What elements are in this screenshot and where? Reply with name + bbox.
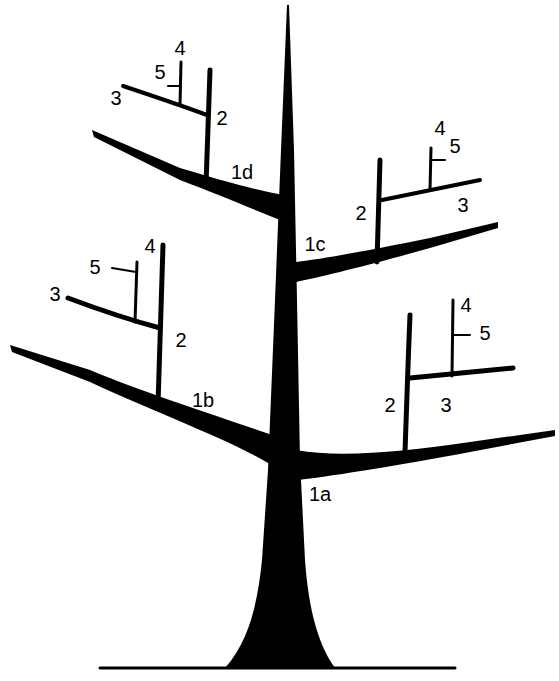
branch-label: 2 — [355, 203, 366, 223]
branch-label: 3 — [457, 195, 468, 215]
branch-label: 1a — [309, 484, 331, 504]
small-twig — [453, 334, 470, 336]
branch-label: 1c — [304, 234, 325, 254]
branch-label: 3 — [110, 88, 121, 108]
small-twig — [431, 159, 445, 161]
branch-label: 5 — [154, 62, 165, 82]
tertiary-branch — [123, 86, 207, 115]
twig — [180, 62, 181, 105]
branch-label: 3 — [49, 284, 60, 304]
secondary-branch — [377, 160, 380, 262]
secondary-branch — [158, 245, 163, 405]
branch-label: 1d — [231, 162, 253, 182]
branch-label: 4 — [434, 118, 445, 138]
branch-label: 2 — [216, 108, 227, 128]
secondary-branch — [206, 70, 210, 185]
small-twig — [168, 85, 180, 87]
main-branch — [92, 130, 285, 222]
branch-label: 4 — [144, 236, 155, 256]
small-twig — [112, 268, 136, 272]
branch-label: 4 — [460, 295, 471, 315]
main-branch — [296, 430, 555, 480]
tertiary-branch — [68, 298, 160, 328]
secondary-branch — [405, 315, 410, 452]
branch-label: 5 — [89, 257, 100, 277]
twig — [430, 148, 431, 190]
twig — [452, 300, 453, 376]
ground-line — [100, 667, 455, 670]
trunk — [225, 5, 335, 668]
branch-label: 2 — [175, 330, 186, 350]
branch-label: 2 — [384, 395, 395, 415]
main-branch — [10, 345, 272, 464]
main-branch — [296, 222, 498, 282]
branch-label: 5 — [449, 136, 460, 156]
branch-label: 3 — [440, 395, 451, 415]
tertiary-branch — [410, 368, 513, 378]
branch-label: 5 — [479, 323, 490, 343]
branch-label: 4 — [174, 38, 185, 58]
branch-label: 1b — [192, 390, 214, 410]
